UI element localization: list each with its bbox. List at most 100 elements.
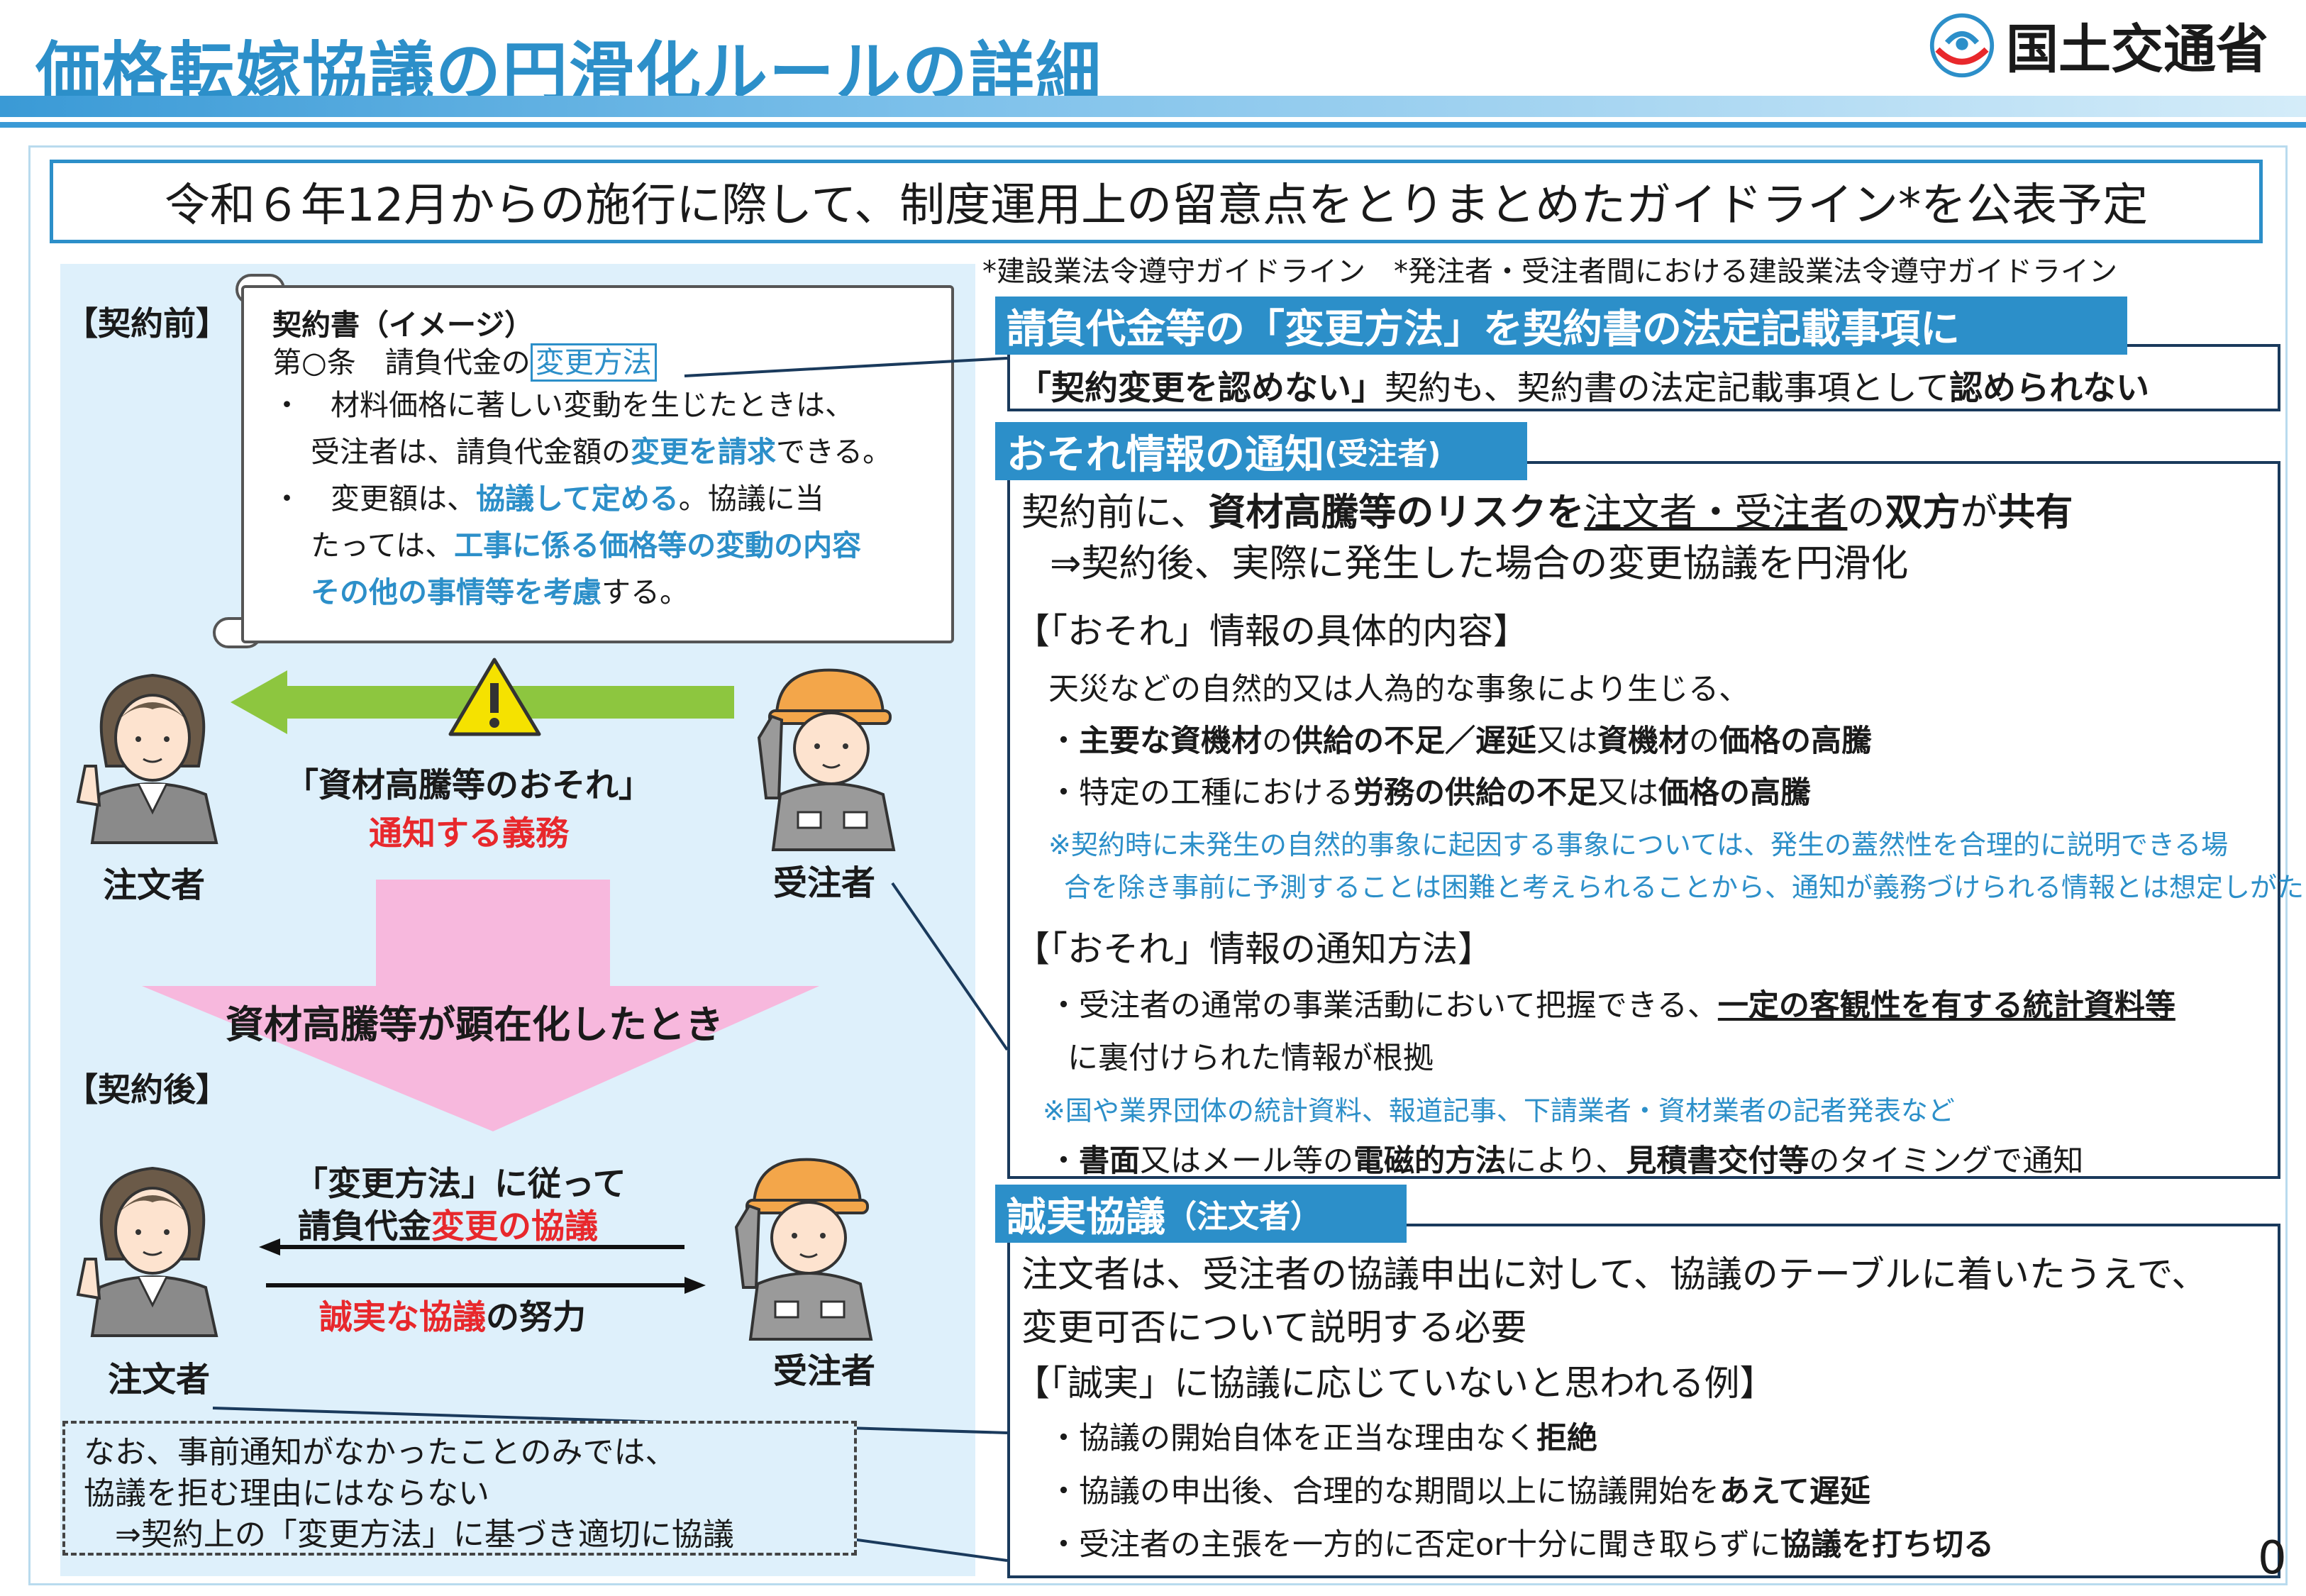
orderer-person-icon-2 xyxy=(76,1166,218,1337)
s2-line2: ⇒契約後、実際に発生した場合の変更協議を円滑化 xyxy=(1050,542,1909,585)
contract-bullet2a: ・ 変更額は、協議して定める。協議に当 xyxy=(272,475,930,522)
s2-l1-b2: 双方 xyxy=(1885,491,1961,534)
change-pre: 請負代金 xyxy=(298,1207,431,1246)
s1l3-b1: 労務の供給の不足 xyxy=(1353,775,1597,811)
s2-s1-note2: 合を除き事前に予測することは困難と考えられることから、通知が義務づけられる情報と… xyxy=(1064,872,2306,903)
contract-bullet1a: ・ 材料価格に著しい変動を生じたときは、 xyxy=(272,388,854,422)
s1l2-n3: の xyxy=(1689,724,1719,759)
contract-scroll: 契約書（イメージ） 第○条 請負代金の変更方法 ・ 材料価格に著しい変動を生じた… xyxy=(213,270,959,658)
pink-arrow-down xyxy=(142,880,819,1131)
s2-l1-n2: の xyxy=(1847,491,1885,534)
s3-heading-main: 誠実協議 xyxy=(1007,1194,1165,1241)
s2l1-b: 一定の客観性を有する統計資料等 xyxy=(1717,988,2175,1024)
s2l3-n4: のタイミングで通知 xyxy=(1809,1143,2084,1179)
s3-line2: 変更可否について説明する必要 xyxy=(1021,1307,1527,1349)
s3e1-n: ・協議の開始自体を正当な理由なく xyxy=(1048,1421,1536,1456)
banner: 令和６年12月からの施行に際して、制度運用上の留意点をとりまとめたガイドライン*… xyxy=(50,160,2263,243)
orderer-label-2: 注文者 xyxy=(108,1360,211,1400)
orderer-person-icon xyxy=(76,673,218,844)
s1l2-b1: 主要な資機材 xyxy=(1079,724,1262,759)
s2l3-n3: により、 xyxy=(1506,1143,1626,1179)
contract-title: 契約書（イメージ） xyxy=(272,308,534,342)
change-method-text: 「変更方法」に従って xyxy=(294,1165,626,1204)
contract-bullet1b: 受注者は、請負代金額の変更を請求できる。 xyxy=(272,428,930,475)
change-red: 変更の協議 xyxy=(431,1207,598,1246)
s2-line1: 契約前に、資材高騰等のリスクを注文者・受注者の双方が共有 xyxy=(1021,482,2073,536)
notice-risk-text: 「資材高騰等のおそれ」 xyxy=(285,766,652,805)
logo-text: 国土交通省 xyxy=(2006,19,2268,80)
header-rule xyxy=(0,122,2306,128)
s3-example3: ・受注者の主張を一方的に否定or十分に聞き取らずに協議を打ち切る xyxy=(1048,1520,1994,1564)
s3-sub: 【「誠実」に協議に応じていないと思われる例】 xyxy=(1014,1363,1775,1404)
note-line-3: ⇒契約上の「変更方法」に基づき適切に協議 xyxy=(84,1517,734,1553)
b1-post: できる。 xyxy=(776,435,892,469)
s2-s2-l1: ・受注者の通常の事業活動において把握できる、一定の客観性を有する統計資料等 xyxy=(1048,981,2175,1025)
logo: 国土交通省 xyxy=(1928,7,2268,83)
b2b-hl: 工事に係る価格等の変動の内容 xyxy=(454,528,862,563)
section3-box xyxy=(1007,1224,2280,1578)
note-line-1: なお、事前通知がなかったことのみでは、 xyxy=(84,1434,677,1470)
s1l2-b4: 価格の高騰 xyxy=(1719,724,1872,759)
effort-red: 誠実な協議 xyxy=(319,1298,486,1337)
s1-n1: 契約も、契約書の法定記載事項として xyxy=(1385,369,1950,408)
s2l1-n: ・受注者の通常の事業活動において把握できる、 xyxy=(1048,988,1718,1024)
s2-l1-b1: 資材高騰等のリスクを xyxy=(1208,491,1585,534)
s3e3-n: ・受注者の主張を一方的に否定or十分に聞き取らずに xyxy=(1048,1527,1781,1563)
article-prefix: 第○条 請負代金の xyxy=(272,345,531,379)
contract-bullet2c: その他の事情等を考慮する。 xyxy=(272,569,930,616)
s1l3-n1: ・特定の工種における xyxy=(1048,775,1353,811)
s1l2-b3: 資機材 xyxy=(1597,724,1689,759)
materialized-text: 資材高騰等が顕在化したとき xyxy=(226,1002,724,1047)
s2-s2-l2: に裏付けられた情報が根拠 xyxy=(1068,1041,1434,1076)
warning-icon xyxy=(448,658,541,736)
s2-l1-u1: 注文者・受注者 xyxy=(1584,491,1848,534)
s1-b2: 認められない xyxy=(1949,369,2150,408)
s2-heading-main: おそれ情報の通知 xyxy=(1007,431,1324,478)
section3-heading: 誠実協議（注文者） xyxy=(995,1185,1407,1243)
section2-heading: おそれ情報の通知(受注者) xyxy=(995,422,1527,480)
b1-hl: 変更を請求 xyxy=(631,435,776,469)
s1l2-pre: ・ xyxy=(1048,724,1079,759)
b1-pre: 受注者は、請負代金額の xyxy=(311,435,631,469)
s2-l1-n3: が xyxy=(1960,491,1998,534)
after-contract-label: 【契約後】 xyxy=(65,1070,228,1109)
s2-sub1: 【「おそれ」情報の具体的内容】 xyxy=(1014,611,1529,652)
s3-example2: ・協議の申出後、合理的な期間以上に協議開始をあえて遅延 xyxy=(1048,1467,1870,1511)
b2-hl: 協議して定める xyxy=(476,482,679,516)
s2l3-b2: 電磁的方法 xyxy=(1353,1143,1506,1179)
contractor-label-2: 受注者 xyxy=(773,1351,876,1391)
contract-bullet2b: たっては、工事に係る価格等の変動の内容 xyxy=(272,522,930,569)
contractor-person-icon xyxy=(757,668,896,851)
prior-notice-note: なお、事前通知がなかったことのみでは、 協議を拒む理由にはならない ⇒契約上の「… xyxy=(62,1421,857,1556)
page-number: 0 xyxy=(2258,1532,2287,1585)
bidirectional-arrows xyxy=(259,1238,706,1294)
s3-line1: 注文者は、受注者の協議申出に対して、協議のテーブルに着いたうえで、 xyxy=(1021,1254,2208,1296)
contractor-person-icon-2 xyxy=(734,1158,873,1341)
section2-box xyxy=(1007,461,2280,1179)
s3e2-n: ・協議の申出後、合理的な期間以上に協議開始を xyxy=(1048,1474,1719,1509)
s3e3-b: 協議を打ち切る xyxy=(1780,1527,1995,1563)
s1l2-n2: 又は xyxy=(1536,724,1597,759)
section1-heading: 請負代金等の「変更方法」を契約書の法定記載事項に xyxy=(995,297,2127,355)
b2c-post: する。 xyxy=(602,575,689,609)
s2-s1-l3: ・特定の工種における労務の供給の不足又は価格の高騰 xyxy=(1048,768,1811,812)
change-consult-text: 請負代金変更の協議 xyxy=(298,1199,598,1248)
orderer-label: 注文者 xyxy=(103,865,206,905)
s2l3-b1: 書面 xyxy=(1079,1143,1140,1179)
b2c-hl: その他の事情等を考慮 xyxy=(311,575,602,609)
contractor-label: 受注者 xyxy=(773,863,876,903)
s1l3-b2: 価格の高騰 xyxy=(1658,775,1811,811)
s2-s1-l1: 天災などの自然的又は人為的な事象により生じる、 xyxy=(1048,672,1750,707)
s2l3-b3: 見積書交付等 xyxy=(1626,1143,1809,1179)
before-contract-label: 【契約前】 xyxy=(65,304,228,343)
s2l3-n1: ・ xyxy=(1048,1143,1079,1179)
s2-sub2: 【「おそれ」情報の通知方法】 xyxy=(1014,929,1493,970)
b2-pre: ・ 変更額は、 xyxy=(272,482,476,516)
sincere-effort-text: 誠実な協議の努力 xyxy=(319,1290,586,1339)
guideline-note: *建設業法令遵守ガイドライン *発注者・受注者間における建設業法令遵守ガイドライ… xyxy=(982,255,2117,288)
content-frame xyxy=(28,145,2288,1585)
s2-s1-l2: ・主要な資機材の供給の不足／遅延又は資機材の価格の高騰 xyxy=(1048,716,1872,760)
b2b-pre: たっては、 xyxy=(311,528,455,563)
b2-post: 。協議に当 xyxy=(678,482,824,516)
s2-s1-note1: ※契約時に未発生の自然的事象に起因する事象については、発生の蓋然性を合理的に説明… xyxy=(1048,829,2229,860)
